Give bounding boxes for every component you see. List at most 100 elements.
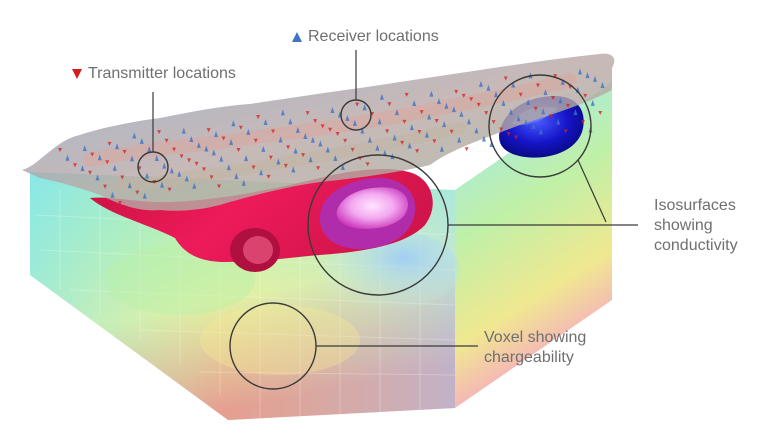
transmitter-marker [503,76,508,81]
receiver-marker [409,124,414,131]
receiver-marker [459,110,464,117]
receiver-marker [600,82,605,89]
transmitter-marker [461,93,466,98]
receiver-marker [362,104,367,111]
receiver-marker [226,164,231,171]
receiver-marker [115,143,120,150]
receiver-marker [97,154,102,161]
receiver-marker [259,169,264,176]
receiver-marker [211,149,216,156]
receiver-marker [219,155,224,162]
receiver-marker [436,98,441,105]
transmitter-marker [251,165,256,170]
receiver-marker [412,99,417,106]
transmitter-marker [283,163,288,168]
voxel-label: Voxel showing chargeability [484,329,587,366]
transmitter-marker [238,125,243,130]
conductivity-tube-ring-inner [243,236,273,264]
transmitter-marker [548,114,553,119]
receiver-marker [345,114,350,121]
receiver-marker [263,119,268,126]
receiver-marker [439,145,444,152]
receiver-marker [367,136,372,143]
transmitter-marker [553,74,558,79]
receiver-marker [444,102,449,109]
transmitter-marker [221,136,226,141]
receiver-marker [181,127,186,134]
transmitter-marker [533,106,538,111]
leader-line-isosurfaces-right [577,159,607,223]
transmitter-marker [105,160,110,165]
receiver-marker [147,145,152,152]
receiver-marker [130,155,135,162]
receiver-marker [531,122,536,129]
transmitter-marker [464,147,469,152]
transmitter-locations-label: Transmitter locations [72,64,236,84]
transmitter-marker [236,148,241,153]
transmitter-marker [518,92,523,97]
receiver-marker [466,118,471,125]
receiver-marker [261,145,266,152]
receiver-marker [377,118,382,125]
transmitter-marker [179,154,184,159]
transmitter-marker [417,129,422,134]
transmitter-marker [506,132,511,137]
receiver-marker [474,127,479,134]
transmitter-marker [313,119,318,124]
block-side-face [455,82,612,408]
transmitter-marker [550,95,555,100]
transmitter-marker [120,175,125,180]
transmitter-marker [419,110,424,115]
receiver-marker [162,162,167,169]
transmitter-marker-icon [72,68,82,79]
receiver-markers [65,68,605,199]
receiver-marker [142,192,147,199]
transmitter-marker [122,149,127,154]
receiver-marker [526,99,531,106]
receiver-marker [310,136,315,143]
receiver-marker [189,136,194,143]
transmitter-marker [107,141,112,146]
transmitter-marker [301,153,306,158]
receiver-marker [291,166,296,173]
transmitter-marker [432,139,437,144]
receiver-marker [231,120,236,127]
topography-texture [83,73,577,167]
transmitter-marker [335,132,340,137]
receiver-marker [360,127,365,134]
transmitter-marker [583,93,588,98]
transmitter-marker [415,149,420,154]
receiver-marker [293,147,298,154]
receiver-marker [486,84,491,91]
transmitter-marker [350,147,355,152]
transmitter-marker [328,127,333,132]
transmitter-marker [217,184,222,189]
receiver-marker [541,108,546,115]
receiver-marker [280,109,285,116]
transmitter-markers [58,74,603,205]
receiver-marker-icon [292,31,302,42]
transmitter-marker [271,129,276,134]
receiver-marker [139,137,144,144]
transmitter-marker [598,110,603,115]
receiver-marker [407,142,412,149]
transmitter-marker [286,145,291,150]
transmitter-marker [563,129,568,134]
transmitter-marker [58,148,62,152]
receiver-marker [340,163,345,170]
receiver-marker [590,99,595,106]
receiver-marker [214,131,219,138]
receiver-marker [427,113,432,120]
receiver-marker [244,155,249,162]
receiver-marker [330,107,335,114]
receiver-marker [516,115,521,122]
transmitter-marker [565,103,570,108]
transmitter-marker [320,124,325,129]
receiver-marker [585,72,590,79]
transmitter-marker [434,119,439,124]
chargeability-zone-green [105,245,255,315]
receiver-marker [169,167,174,174]
receiver-marker [192,182,197,189]
receiver-marker [392,134,397,141]
transmitter-marker [209,175,214,180]
